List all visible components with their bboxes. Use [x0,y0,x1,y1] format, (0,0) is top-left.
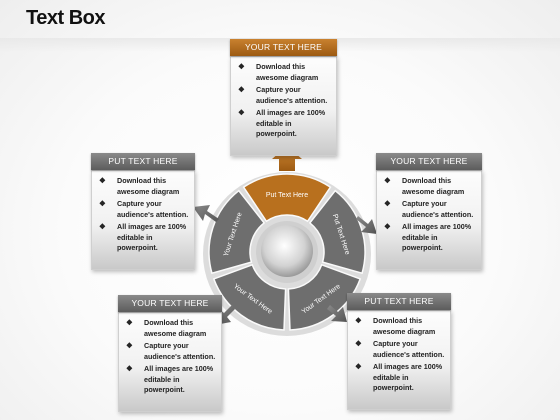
bullet-text: Capture your audience's attention. [144,341,216,361]
bullet-text: Download this awesome diagram [144,318,207,338]
bullet-diamond-icon: ❖ [238,108,245,117]
box-header: YOUR TEXT HERE [230,39,337,56]
text-box-right: ❖ Download this awesome diagram ❖ Capture … [376,153,482,270]
list-item: ❖ All images are 100% editable in powerpo… [236,108,332,140]
wheel-segment [308,189,366,275]
bullet-diamond-icon: ❖ [384,176,391,185]
bullet-diamond-icon: ❖ [238,62,245,71]
bullet-diamond-icon: ❖ [355,339,362,348]
text-box-bottom-left: ❖ Download this awesome diagram ❖ Capture … [118,295,222,412]
center-hub [261,225,313,277]
box-header: PUT TEXT HERE [347,293,451,310]
bullet-diamond-icon: ❖ [355,316,362,325]
list-item: ❖ Capture your audience's attention. [124,341,217,362]
bullet-diamond-icon: ❖ [384,199,391,208]
bullet-text: All images are 100% editable in powerpoi… [144,364,214,394]
bullet-text: Capture your audience's attention. [373,339,445,359]
bullet-text: All images are 100% editable in powerpoi… [256,108,326,138]
box-header: PUT TEXT HERE [91,153,195,170]
arrow-down-right-icon [327,305,347,322]
bullet-text: Download this awesome diagram [373,316,436,336]
box-header: YOUR TEXT HERE [376,153,482,170]
list-item: ❖ Capture your audience's attention. [382,199,477,220]
arrow-left-icon [193,205,219,222]
page-title: Text Box [26,7,105,29]
arrow-up-icon [272,146,302,171]
list-item: ❖ Capture your audience's attention. [97,199,190,220]
text-box-bottom-right: ❖ Download this awesome diagram ❖ Capture … [347,293,451,410]
list-item: ❖ Download this awesome diagram [382,176,477,197]
bullet-text: All images are 100% editable in powerpoi… [117,222,187,252]
text-box-top: ❖ Download this awesome diagram ❖ Capture … [230,39,337,156]
list-item: ❖ All images are 100% editable in powerpo… [382,222,477,254]
bullet-diamond-icon: ❖ [126,364,133,373]
text-box-left: ❖ Download this awesome diagram ❖ Capture … [91,153,195,270]
bullet-diamond-icon: ❖ [384,222,391,231]
bullet-text: Download this awesome diagram [117,176,180,196]
bullet-text: Capture your audience's attention. [117,199,189,219]
bullet-diamond-icon: ❖ [99,199,106,208]
bullet-diamond-icon: ❖ [355,362,362,371]
bullet-text: All images are 100% editable in powerpoi… [402,222,472,252]
list-item: ❖ Capture your audience's attention. [353,339,446,360]
bullet-diamond-icon: ❖ [126,318,133,327]
list-item: ❖ All images are 100% editable in powerpo… [124,364,217,396]
list-item: ❖ Download this awesome diagram [124,318,217,339]
bullet-diamond-icon: ❖ [126,341,133,350]
bullet-diamond-icon: ❖ [99,176,106,185]
bullet-diamond-icon: ❖ [99,222,106,231]
list-item: ❖ Download this awesome diagram [97,176,190,197]
list-item: ❖ All images are 100% editable in powerpo… [97,222,190,254]
list-item: ❖ Download this awesome diagram [236,62,332,83]
bullet-text: Download this awesome diagram [402,176,465,196]
arrow-right-icon [356,216,377,234]
bullet-text: Capture your audience's attention. [256,85,328,105]
list-item: ❖ All images are 100% editable in powerpo… [353,362,446,394]
list-item: ❖ Download this awesome diagram [353,316,446,337]
wheel-segment [212,263,287,331]
bullet-text: All images are 100% editable in powerpoi… [373,362,443,392]
wheel-segment [242,173,332,223]
bullet-diamond-icon: ❖ [238,85,245,94]
bullet-text: Capture your audience's attention. [402,199,474,219]
wheel-segment [208,189,266,275]
bullet-text: Download this awesome diagram [256,62,319,82]
box-header: YOUR TEXT HERE [118,295,222,312]
wheel-segment-label: Put Text Here [266,192,308,199]
list-item: ❖ Capture your audience's attention. [236,85,332,106]
